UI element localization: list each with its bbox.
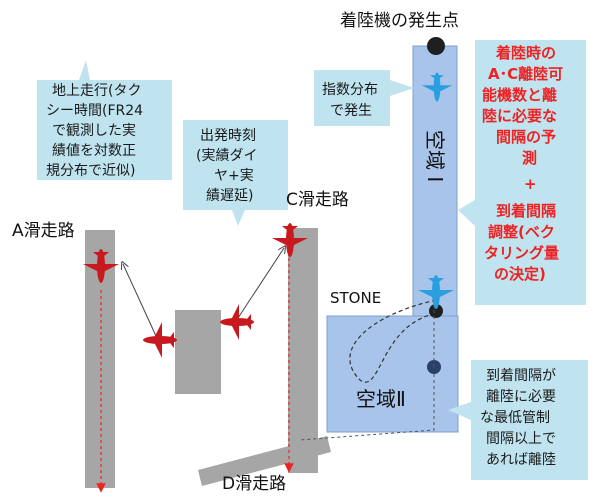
callout-taxi-line-2: シー時間(FR24 bbox=[46, 103, 143, 119]
stone-marker bbox=[429, 304, 443, 318]
runway-c-label: C滑走路 bbox=[286, 190, 349, 210]
callout-spacing-line-3: な最低管制 bbox=[480, 410, 550, 426]
callout-red-note: 着陸時の A･C離陸可 能機数と離 陸に必要な 間隔の予 測 + 到着間隔 調整… bbox=[458, 40, 586, 305]
stone-label: STONE bbox=[330, 289, 381, 307]
callout-spacing: 到着間隔が 離陸に必要 な最低管制 間隔以上で あれば離陸 bbox=[448, 360, 588, 480]
plane-icon-taxi-left bbox=[143, 322, 177, 358]
airspace-2-label: 空域Ⅱ bbox=[356, 387, 406, 411]
airspace-2-area bbox=[326, 315, 459, 433]
taxi-line-a bbox=[123, 264, 157, 337]
callout-arrival-gen-line-2: で発生 bbox=[330, 103, 372, 119]
callout-spacing-line-2: 離陸に必要 bbox=[486, 388, 556, 405]
apron-block bbox=[175, 310, 221, 394]
callout-taxi-line-5: 規分布で近似) bbox=[46, 163, 135, 179]
red-note-line-7: 到着間隔 bbox=[496, 202, 556, 220]
final-approach-path bbox=[299, 374, 435, 441]
callout-departure-line-1: 出発時刻 bbox=[200, 128, 256, 144]
arrival-path bbox=[349, 299, 437, 383]
callout-departure-line-2: (実績ダイ bbox=[196, 148, 257, 164]
callout-arrival-gen-line-1: 指数分布 bbox=[322, 82, 378, 98]
callout-taxi-line-3: で観測した実 bbox=[52, 122, 136, 139]
runway-a-label: A滑走路 bbox=[12, 221, 75, 241]
red-note-line-3: 能機数と離 bbox=[482, 86, 557, 104]
red-note-plus: + bbox=[524, 175, 537, 193]
callout-spacing-line-1: 到着間隔が bbox=[486, 368, 556, 384]
runway-d-label: D滑走路 bbox=[222, 474, 286, 494]
red-note-line-2: A･C離陸可 bbox=[488, 65, 563, 83]
title-arrival-origin: 着陸機の発生点 bbox=[340, 11, 459, 31]
red-note-line-1: 着陸時の bbox=[495, 44, 556, 62]
callout-departure-line-4: 績遅延) bbox=[206, 188, 253, 204]
callout-taxi-line-4: 績値を対数正 bbox=[52, 143, 136, 159]
callout-departure-line-3: ヤ+実 bbox=[214, 168, 254, 184]
arrival-origin-dot bbox=[427, 37, 445, 55]
red-note-line-4: 陸に必要な bbox=[482, 107, 557, 125]
red-note-line-6: 測 bbox=[522, 149, 537, 167]
callout-spacing-line-4: 間隔以上で bbox=[486, 431, 556, 447]
callout-departure: 出発時刻 (実績ダイ ヤ+実 績遅延) bbox=[183, 120, 288, 226]
callout-arrival-gen: 指数分布 で発生 bbox=[314, 70, 414, 126]
plane-icon-taxi-right bbox=[220, 304, 254, 340]
red-note-line-8: 調整(ベク bbox=[488, 223, 555, 241]
callout-taxi: 地上走行(タク シー時間(FR24 で観測した実 績値を対数正 規分布で近似) bbox=[37, 60, 172, 180]
red-note-line-10: の決定) bbox=[494, 265, 546, 283]
taxi-line-c bbox=[237, 248, 284, 319]
red-note-line-5: 間隔の予 bbox=[496, 128, 556, 146]
callout-taxi-line-1: 地上走行(タク bbox=[52, 83, 141, 99]
runway-d-strip bbox=[198, 436, 331, 486]
callout-spacing-line-5: あれば離陸 bbox=[486, 451, 556, 468]
airspace-1-label: 空域 Ⅰ bbox=[423, 130, 447, 182]
runway-c-strip bbox=[288, 228, 318, 473]
red-note-line-9: タリング量 bbox=[484, 244, 559, 262]
